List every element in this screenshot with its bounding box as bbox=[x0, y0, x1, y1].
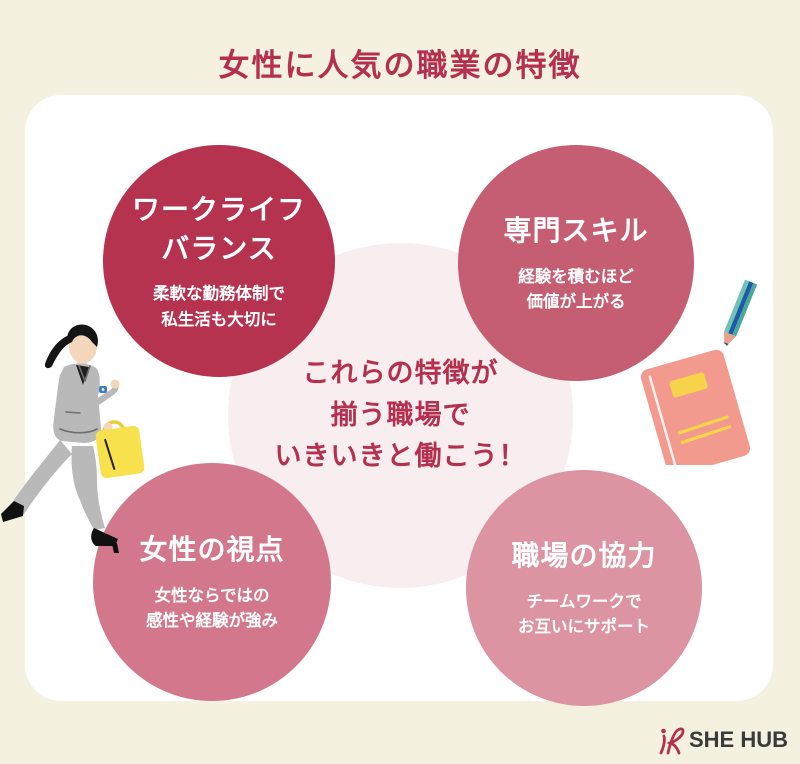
woman-back-leg bbox=[10, 440, 72, 514]
woman-hair bbox=[67, 324, 98, 347]
feature-circle-professional-skills: 専門スキル 経験を積むほど 価値が上がる bbox=[458, 145, 694, 381]
she-hub-logo: SHE HUB bbox=[657, 722, 788, 758]
notebook-label bbox=[669, 372, 708, 398]
woman-back-shoe bbox=[1, 501, 24, 522]
feature-circle-work-life-balance: ワークライフ バランス 柔軟な勤務体制で 私生活も大切に bbox=[103, 145, 335, 377]
brand-name: SHE HUB bbox=[688, 727, 788, 752]
feature-description: 柔軟な勤務体制で 私生活も大切に bbox=[153, 284, 285, 329]
woman-front-shoe bbox=[91, 528, 118, 546]
feature-title: 専門スキル bbox=[503, 214, 649, 248]
woman-jacket bbox=[53, 363, 102, 443]
notebook-illustration bbox=[640, 342, 755, 465]
pencil-illustration bbox=[724, 279, 758, 349]
walking-businesswoman-illustration bbox=[1, 324, 145, 553]
feature-circle-womens-perspective: 女性の視点 女性ならではの 感性や経験が強み bbox=[93, 463, 331, 701]
feature-description: 経験を積むほど 価値が上がる bbox=[518, 266, 634, 312]
yellow-bag bbox=[95, 425, 145, 479]
woman-front-leg bbox=[71, 446, 105, 530]
feature-title: 女性の視点 bbox=[139, 533, 285, 567]
page-title: 女性に人気の職業の特徴 bbox=[218, 48, 582, 84]
main-card: これらの特徴が 揃う職場で いきいきと働こう！ ワークライフ バランス 柔軟な勤… bbox=[25, 95, 773, 706]
center-message-line: これらの特徴が bbox=[302, 357, 499, 389]
feature-title: ワークライフ バランス bbox=[131, 192, 306, 265]
feature-circle-workplace-cooperation: 職場の協力 チームワークで お互いにサポート bbox=[466, 470, 702, 706]
feature-description: 女性ならではの 感性や経験が強み bbox=[146, 585, 278, 631]
woman-forearm bbox=[93, 381, 119, 407]
she-hub-logo-icon bbox=[659, 727, 685, 755]
feature-description: チームワークで お互いにサポート bbox=[518, 591, 650, 637]
woman-hand bbox=[110, 379, 120, 389]
center-message-line: いきいきと働こう！ bbox=[274, 441, 527, 473]
desk-items-illustration bbox=[640, 279, 758, 465]
feature-title: 職場の協力 bbox=[511, 539, 657, 573]
center-message-line: 揃う職場で bbox=[330, 399, 471, 431]
